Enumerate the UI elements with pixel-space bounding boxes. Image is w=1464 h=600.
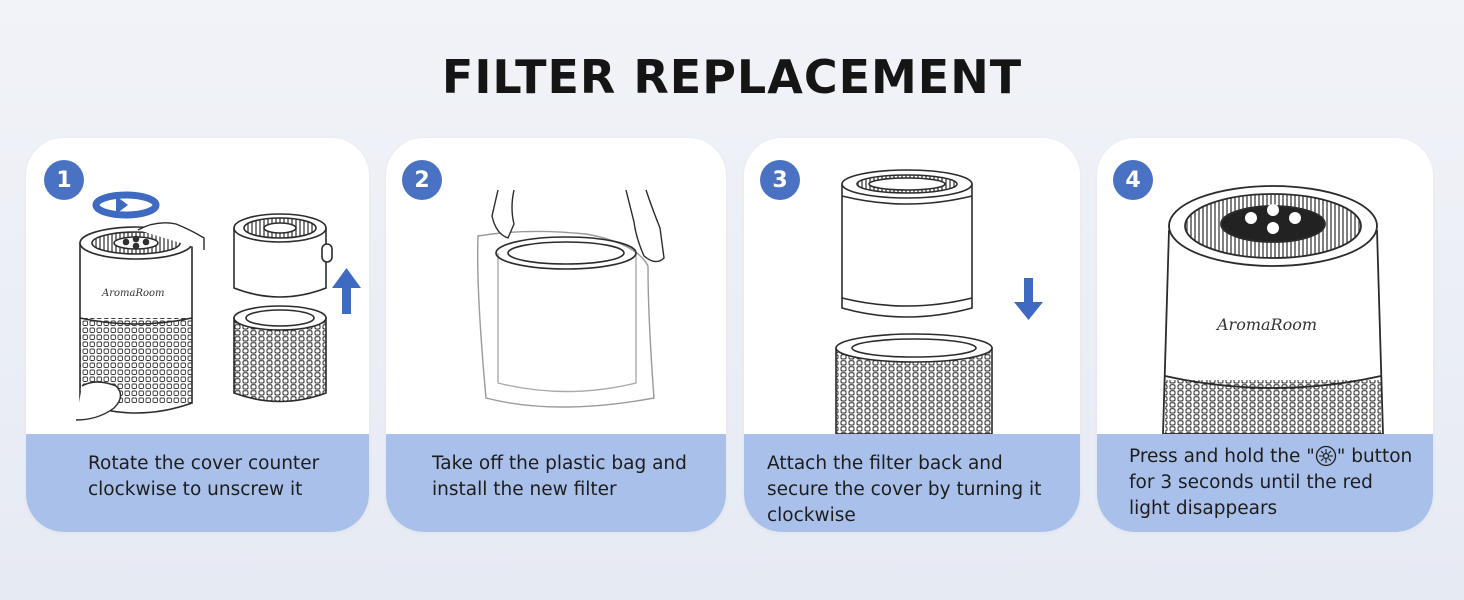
step-text-2: Take off the plastic bag and install the… [432,453,687,500]
step-badge-4: 4 [1113,160,1153,200]
step-text-4-after: " button for 3 seconds until the red lig… [1129,446,1413,519]
step-text-4: Press and hold the " " button for 3 seco… [1129,444,1419,522]
brand-label: AromaRoom [101,288,165,299]
step-text-3: Attach the filter back and secure the co… [767,453,1042,526]
filter-icon [495,236,637,270]
step-caption-3: Attach the filter back and secure the co… [744,434,1080,532]
step-badge-1: 1 [44,160,84,200]
step-badge-3: 3 [760,160,800,200]
down-arrow-icon [1014,278,1043,320]
up-arrow-icon [332,268,361,314]
page-title: FILTER REPLACEMENT [441,50,1023,104]
rotate-arrow-icon [92,191,160,219]
step-text-1: Rotate the cover counter clockwise to un… [88,453,320,500]
step-card-4: AromaRoom 4 Press and hold the " " butto… [1097,138,1433,532]
fan-speed-icon [1315,445,1336,467]
step-card-1: AromaRoom 1 Rotate the cover counter clo… [26,138,369,532]
step-badge-2: 2 [402,160,442,200]
step-caption-2: Take off the plastic bag and install the… [386,434,726,532]
filter-cartridge-icon [841,169,973,318]
step-text-4-before: Press and hold the " [1129,446,1315,467]
step-4-illustration: AromaRoom [1162,185,1384,434]
step-3-illustration [835,169,1043,434]
step-caption-4: Press and hold the " " button for 3 seco… [1097,434,1433,532]
step-2-illustration [476,189,665,408]
step-card-3: 3 Attach the filter back and secure the … [744,138,1080,532]
brand-label-large: AromaRoom [1215,315,1317,334]
purifier-base-icon [835,333,993,434]
control-panel-icon [1245,204,1301,234]
plastic-bag-icon [476,230,655,408]
step-caption-1: Rotate the cover counter clockwise to un… [26,434,369,532]
step-card-2: 2 Take off the plastic bag and install t… [386,138,726,532]
step-1-illustration: AromaRoom [75,191,361,421]
